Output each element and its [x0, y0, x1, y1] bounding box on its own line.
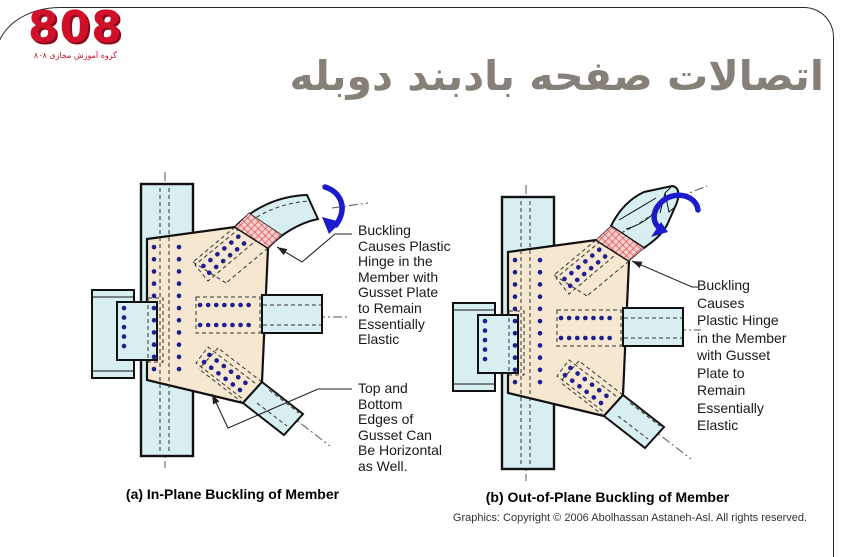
plastic-hinge-hatch — [595, 225, 645, 262]
annotation-buckling-b: Buckling Causes Plastic Hinge in the Mem… — [697, 277, 787, 433]
logo-subtitle: گروه آموزش مجازی ۸۰۸ — [33, 51, 117, 60]
beam-bolt-group — [558, 315, 620, 341]
plastic-hinge-hatch — [234, 212, 283, 249]
upper-brace-bolt-group — [553, 235, 630, 297]
shear-plate — [477, 310, 525, 376]
lower-brace-bolt-group — [195, 346, 263, 404]
gusset-plate — [506, 238, 631, 418]
out-of-plane-buckling-diagram — [452, 184, 708, 481]
caption-b: (b) Out-of-Plane Buckling of Member — [485, 489, 730, 505]
beam-right — [195, 294, 323, 334]
in-plane-buckling-diagram — [91, 172, 369, 468]
upper-brace-bolt-group — [192, 222, 269, 284]
brace-upper-buckled — [233, 193, 320, 250]
gusset-plate — [145, 225, 270, 405]
rotation-arrow-icon — [322, 184, 345, 234]
leader-lines — [211, 233, 352, 429]
logo-808: 808 — [28, 2, 123, 53]
column-hidden-lines — [520, 201, 531, 467]
logo: 808 گروه آموزش مجازی ۸۰۸ — [28, 2, 123, 61]
beam-bolt-group — [197, 302, 259, 328]
column-hidden-lines — [159, 188, 170, 454]
brace-lower — [602, 393, 666, 450]
caption-a: (a) In-Plane Buckling of Member — [125, 486, 340, 502]
page-title: اتصالات صفحه بادبند دوبله — [289, 52, 824, 100]
annotation-buckling-a: Buckling Causes Plastic Hinge in the Mem… — [358, 222, 451, 348]
leader-lines — [631, 260, 698, 288]
lower-brace-bolt-group — [556, 359, 624, 417]
column-bolt-rows — [512, 257, 543, 397]
slide-border — [0, 7, 834, 557]
beam-right — [556, 307, 684, 347]
annotation-gusset-edges: Top and Bottom Edges of Gusset Can Be Ho… — [358, 380, 443, 474]
shear-plate — [116, 297, 164, 363]
twist-arrow-icon — [651, 192, 701, 237]
copyright-note: Graphics: Copyright © 2006 Abolhassan As… — [452, 512, 808, 524]
column-bolt-rows — [151, 244, 182, 384]
